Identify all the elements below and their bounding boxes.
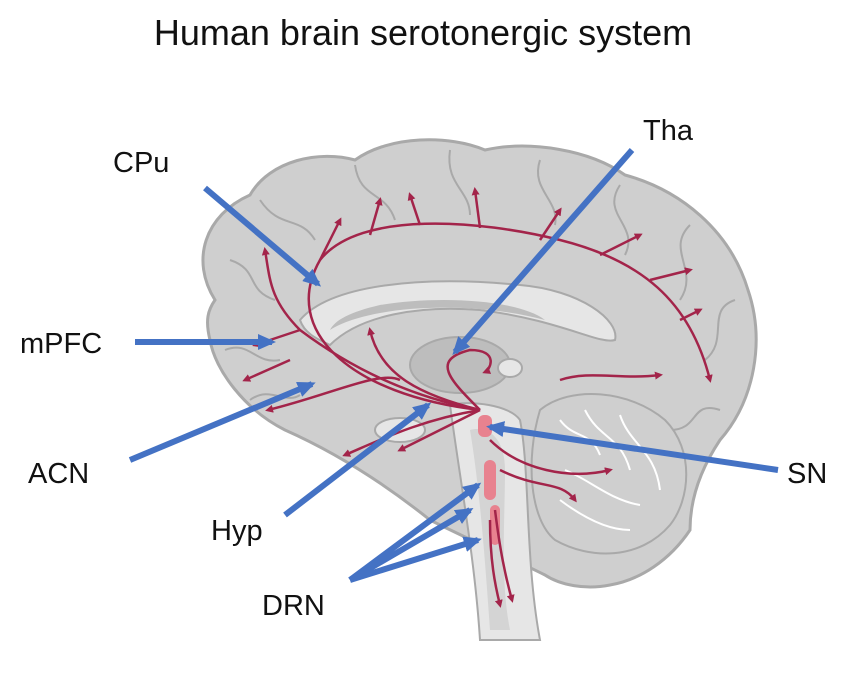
label-acn: ACN [28, 458, 89, 490]
label-drn: DRN [262, 590, 325, 622]
label-sn: SN [787, 458, 827, 490]
label-hyp: Hyp [211, 515, 263, 547]
label-cpu: CPu [113, 147, 169, 179]
label-mpfc: mPFC [20, 328, 102, 360]
brain-hemisphere [203, 140, 756, 640]
label-tha: Tha [643, 115, 694, 147]
